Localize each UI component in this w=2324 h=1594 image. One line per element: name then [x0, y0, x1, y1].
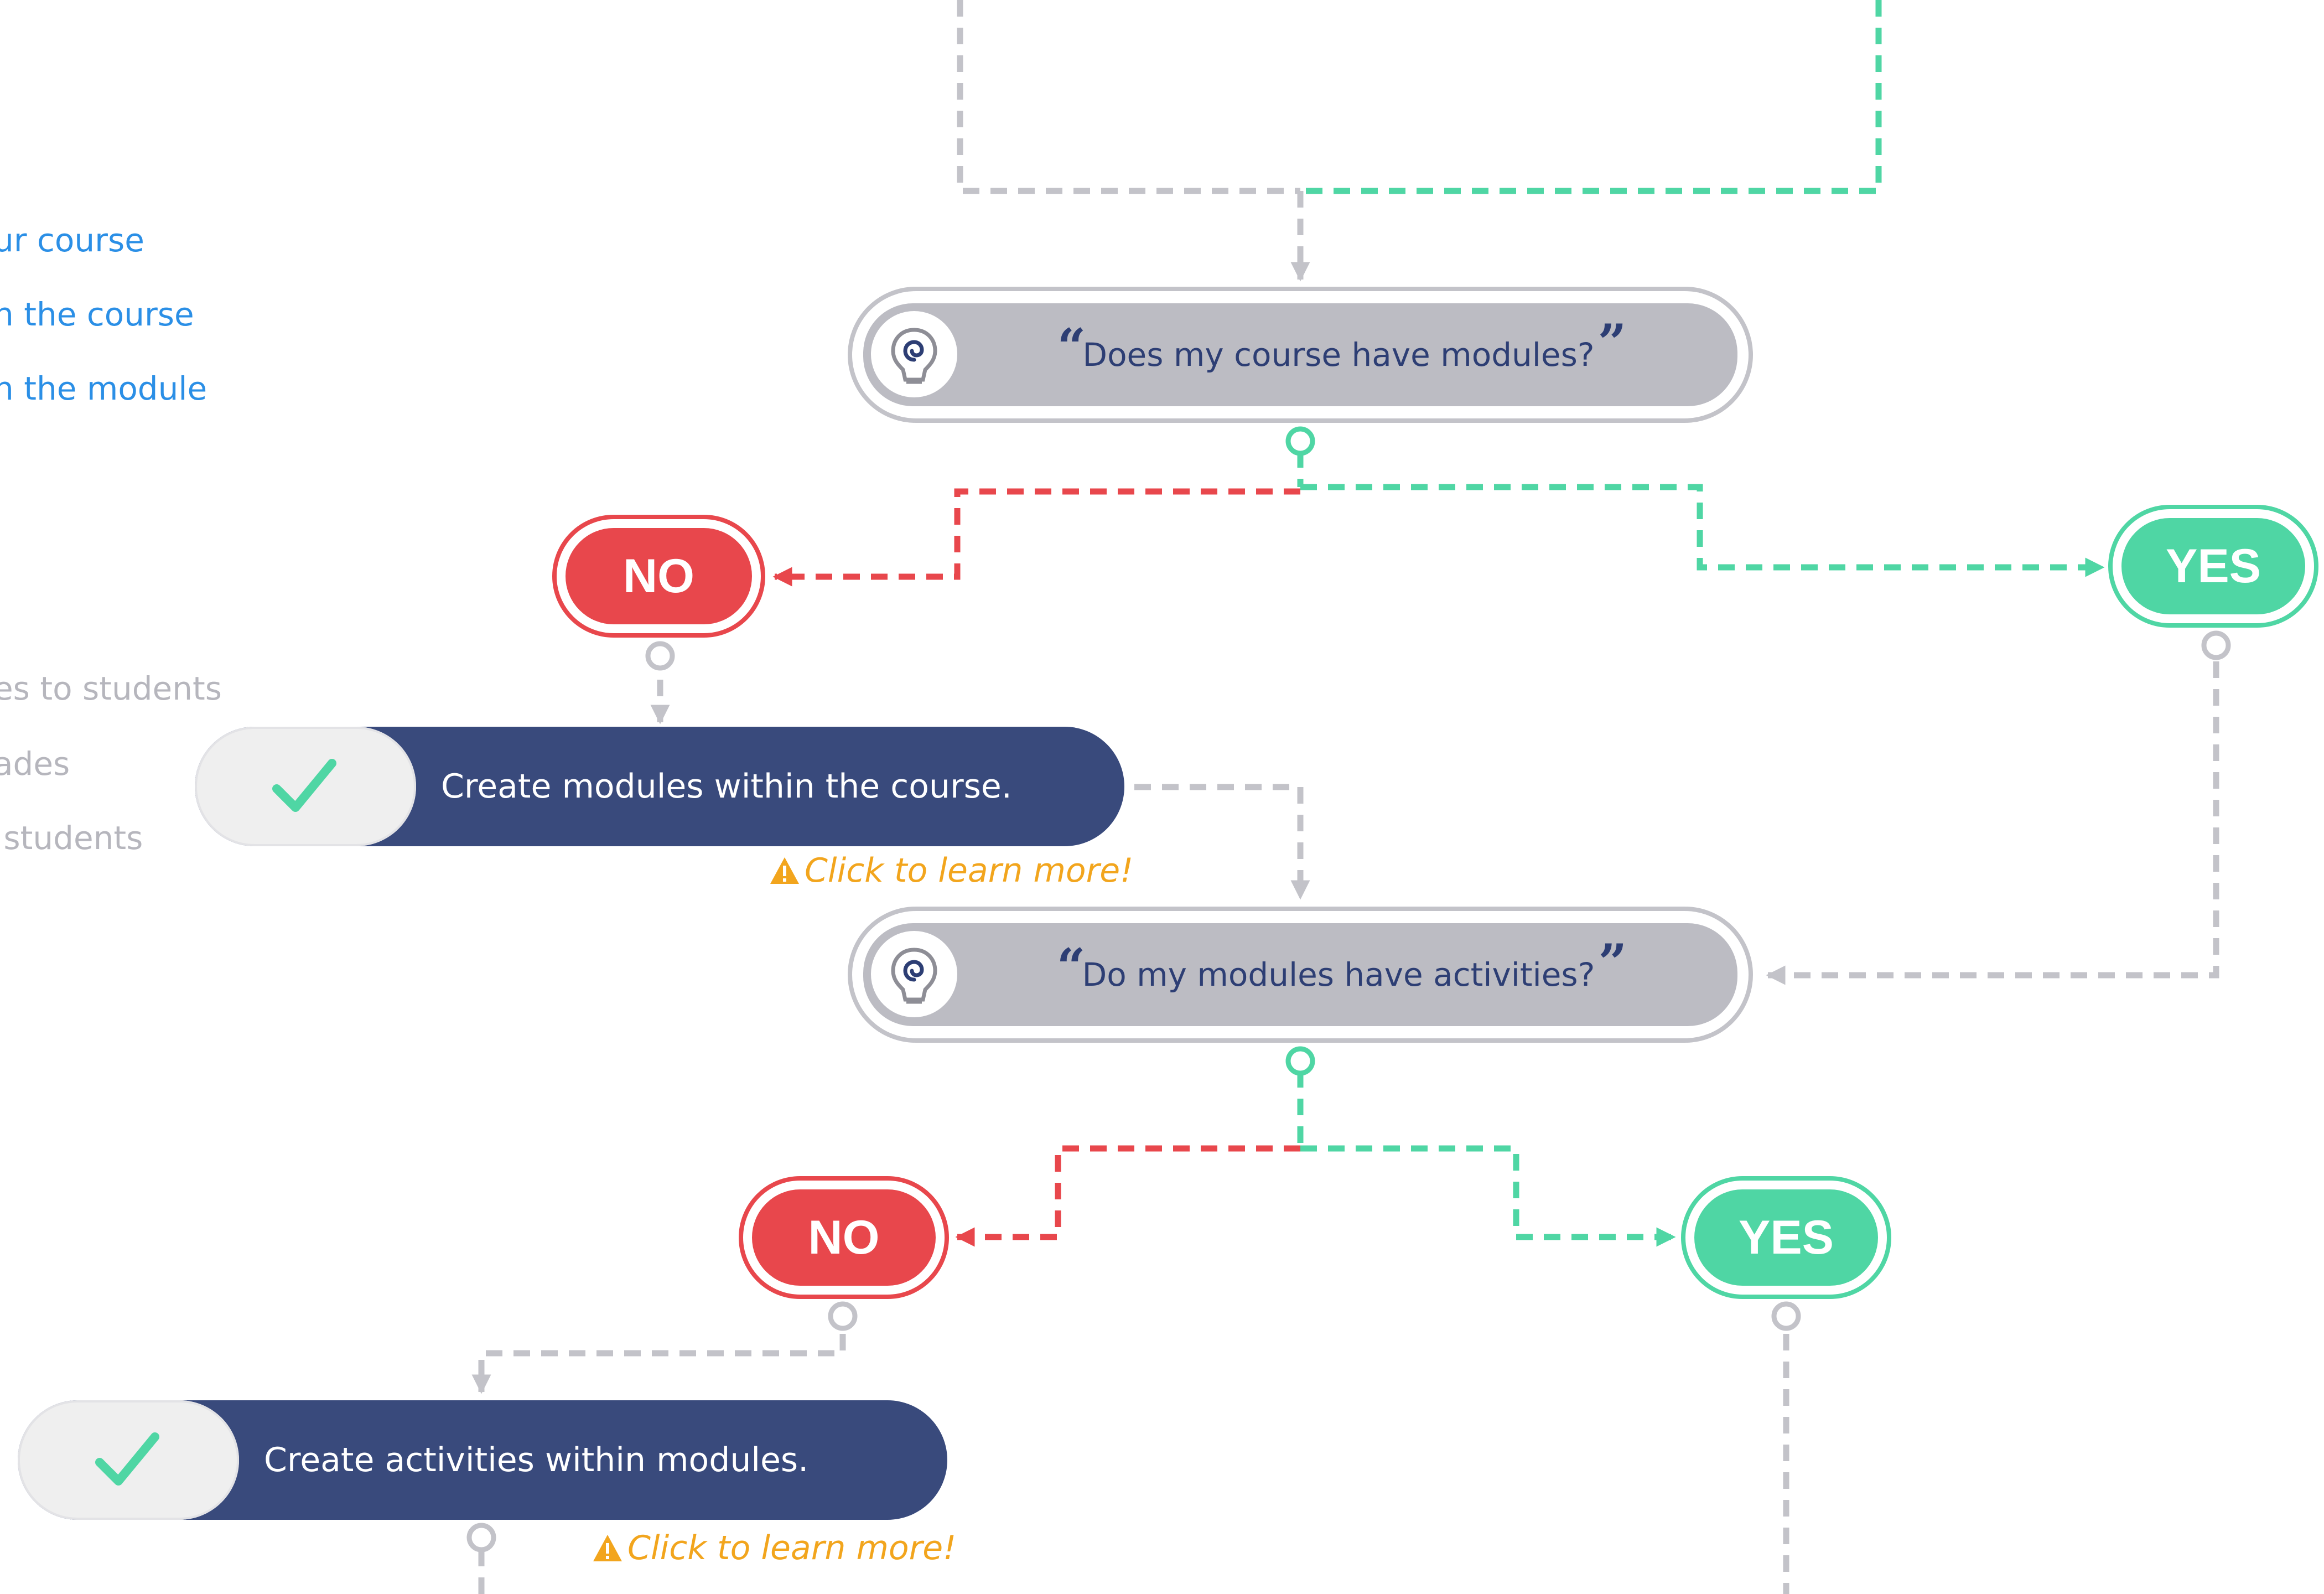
connector-q2-yes [1300, 1145, 1676, 1247]
connector-top-grey [957, 0, 1300, 194]
action-text-2: Create activities within modules. [264, 1441, 809, 1479]
side-link-3[interactable]: n the module [0, 370, 208, 407]
yes-button-2[interactable]: YES [1681, 1176, 1891, 1299]
connector-yes1-q2 [1766, 661, 2219, 985]
yes-button-1[interactable]: YES [2108, 505, 2318, 628]
question-label: Do my modules have activities? [1082, 956, 1595, 993]
ring-yes1-out [2201, 630, 2231, 660]
connector-no2-action2 [471, 1334, 846, 1394]
close-quote: ” [1598, 933, 1627, 992]
question-node-fill: “ Does my course have modules? ” [863, 303, 1737, 406]
connector-action1-q2 [1134, 784, 1310, 900]
connector-q1-yes [1300, 484, 2105, 577]
learn-more-label: Click to learn more! [805, 851, 1134, 890]
no-button-2[interactable]: NO [739, 1176, 949, 1299]
side-link-1[interactable]: ur course [0, 221, 144, 259]
no-label: NO [752, 1189, 936, 1286]
action-create-modules[interactable]: Create modules within the course. [195, 727, 1124, 846]
ring-no2-out [828, 1301, 858, 1331]
check-panel [18, 1400, 239, 1520]
learn-more-link-1[interactable]: Click to learn more! [769, 851, 1133, 890]
ring-yes2-out [1771, 1301, 1801, 1331]
question-node-1: “ Does my course have modules? ” [848, 287, 1753, 423]
ring-action2-out [466, 1523, 496, 1552]
no-label: NO [566, 528, 752, 624]
learn-more-label: Click to learn more! [627, 1529, 957, 1567]
lightbulb-icon [871, 311, 957, 397]
checkmark-icon [272, 759, 336, 812]
ring-q2-out [1285, 1046, 1315, 1076]
lightbulb-icon [871, 931, 957, 1017]
connector-top-green [1300, 0, 1882, 194]
connector-q2-no [955, 1145, 1300, 1247]
question-text-1: “ Does my course have modules? ” [974, 303, 1704, 406]
ring-q1-out [1285, 426, 1315, 456]
question-label: Does my course have modules? [1082, 336, 1595, 374]
action-create-activities[interactable]: Create activities within modules. [18, 1400, 947, 1520]
no-button-1[interactable]: NO [552, 515, 765, 638]
warning-icon [593, 1535, 622, 1561]
side-link-2[interactable]: n the course [0, 296, 194, 333]
ring-no1-out [645, 641, 675, 671]
yes-label: YES [1694, 1189, 1878, 1286]
connector-q1-no [772, 488, 1300, 587]
check-panel [195, 727, 416, 846]
yes-label: YES [2121, 518, 2305, 614]
open-quote: “ [1057, 318, 1086, 376]
side-text-2: ades [0, 745, 70, 783]
side-text-1: es to students [0, 670, 222, 707]
action-text-1: Create modules within the course. [441, 767, 1012, 806]
checkmark-icon [95, 1432, 159, 1486]
question-node-2: “ Do my modules have activities? ” [848, 907, 1753, 1043]
learn-more-link-2[interactable]: Click to learn more! [592, 1529, 956, 1567]
question-node-fill: “ Do my modules have activities? ” [863, 923, 1737, 1026]
open-quote: “ [1056, 938, 1086, 996]
side-text-3: students [0, 819, 143, 857]
question-text-2: “ Do my modules have activities? ” [974, 923, 1704, 1026]
warning-icon [770, 857, 799, 884]
close-quote: ” [1597, 313, 1627, 372]
